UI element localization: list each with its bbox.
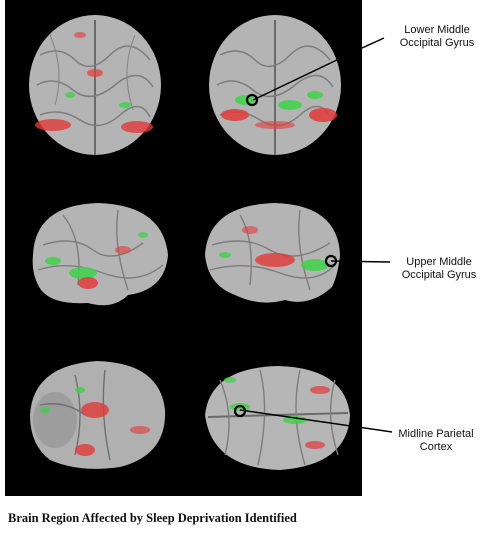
callout-upper-middle-occipital-gyrus: Upper Middle Occipital Gyrus <box>386 256 492 282</box>
callout-line: Lower Middle <box>404 24 470 36</box>
callout-lower-middle-occipital-gyrus: Lower Middle Occipital Gyrus <box>384 24 490 50</box>
brain-posterior-view <box>25 15 165 160</box>
callout-line: Upper Middle <box>406 256 472 268</box>
figure-caption: Brain Region Affected by Sleep Deprivati… <box>8 511 297 525</box>
callout-line: Cortex <box>419 441 453 453</box>
brain-right-lateral-view <box>200 195 350 315</box>
callout-midline-parietal-cortex: Midline Parietal Cortex <box>386 428 486 454</box>
callout-line: Occipital Gyrus <box>401 269 477 281</box>
brain-left-lateral-view <box>23 195 173 315</box>
brain-scan-figure <box>5 0 362 496</box>
callout-line: Midline Parietal <box>398 428 474 440</box>
brain-inferior-view <box>25 355 170 475</box>
marker-circle <box>245 93 259 107</box>
callout-line: Occipital Gyrus <box>399 37 475 49</box>
brain-posterior-marked-view <box>205 15 345 160</box>
